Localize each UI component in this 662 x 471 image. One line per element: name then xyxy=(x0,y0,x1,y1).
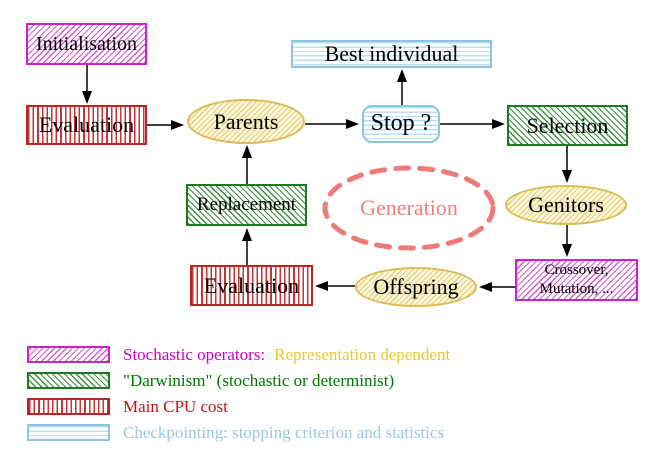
node-evaluation-bottom: Evaluation xyxy=(190,265,313,306)
arrow-selection-to-genitors xyxy=(562,146,572,183)
node-crossover-line2: Mutation, ... xyxy=(539,281,614,297)
arrow-genitors-to-crossover xyxy=(562,225,572,257)
node-offspring-label: Offspring xyxy=(373,274,459,300)
node-stop: Stop ? xyxy=(362,105,440,143)
legend-text-representation: Representation dependent xyxy=(274,345,451,364)
legend-swatch-checkpointing xyxy=(27,424,110,441)
arrow-initialisation-to-evaluation xyxy=(82,65,92,104)
node-evaluation-bottom-label: Evaluation xyxy=(203,272,300,298)
node-crossover-mutation: Crossover, Mutation, ... xyxy=(515,259,638,301)
node-stop-label: Stop ? xyxy=(370,110,432,137)
node-evaluation-top-label: Evaluation xyxy=(38,112,135,138)
legend-swatch-darwinism xyxy=(27,372,110,389)
node-genitors: Genitors xyxy=(505,185,627,225)
arrow-parents-to-stop xyxy=(305,119,359,129)
arrow-evaluation-to-parents xyxy=(147,120,184,130)
node-initialisation: Initialisation xyxy=(26,23,147,65)
node-offspring: Offspring xyxy=(355,267,477,307)
legend-label-stochastic-operators: Stochastic operators: Representation depe… xyxy=(123,345,450,365)
node-parents-label: Parents xyxy=(213,108,279,134)
arrow-stop-to-selection xyxy=(440,119,505,129)
node-crossover-line1: Crossover, xyxy=(544,261,609,278)
arrow-replacement-to-parents xyxy=(242,145,252,184)
node-initialisation-label: Initialisation xyxy=(35,32,138,55)
node-parents: Parents xyxy=(187,99,305,144)
arrow-crossover-to-offspring xyxy=(479,282,515,292)
arrow-stop-to-best-individual xyxy=(397,69,407,105)
legend-label-checkpointing: Checkpointing: stopping criterion and st… xyxy=(123,423,445,442)
arrow-evaluation-to-replacement xyxy=(242,228,252,265)
node-selection: Selection xyxy=(507,105,628,146)
generation-cycle-label: Generation xyxy=(360,195,458,220)
legend-swatch-cpu-cost xyxy=(27,398,110,415)
node-selection-label: Selection xyxy=(526,112,609,138)
legend-label-cpu-cost: Main CPU cost xyxy=(123,397,228,416)
legend-label-darwinism: "Darwinism" (stochastic or determinist) xyxy=(123,371,395,390)
arrow-offspring-to-evaluation xyxy=(315,281,355,291)
node-best-individual-label: Best individual xyxy=(324,41,459,67)
node-replacement: Replacement xyxy=(186,184,307,226)
legend-swatch-stochastic-operators xyxy=(27,346,110,363)
node-best-individual: Best individual xyxy=(291,40,492,68)
legend-text-stochastic: Stochastic operators: xyxy=(123,345,266,364)
node-evaluation-top: Evaluation xyxy=(26,105,147,145)
node-genitors-label: Genitors xyxy=(528,192,604,218)
node-replacement-label: Replacement xyxy=(196,194,297,216)
